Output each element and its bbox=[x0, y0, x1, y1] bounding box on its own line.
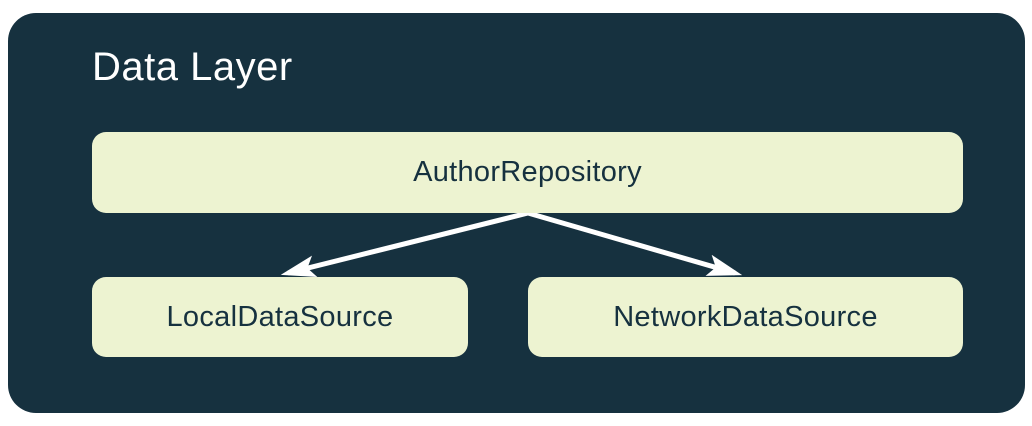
node-author-repository-label: AuthorRepository bbox=[413, 156, 642, 188]
node-author-repository: AuthorRepository bbox=[92, 132, 963, 213]
node-network-data-source: NetworkDataSource bbox=[528, 277, 963, 357]
panel-title: Data Layer bbox=[92, 45, 293, 89]
node-local-data-source: LocalDataSource bbox=[92, 277, 468, 357]
node-network-data-source-label: NetworkDataSource bbox=[613, 300, 878, 333]
node-local-data-source-label: LocalDataSource bbox=[166, 300, 394, 333]
arrow-repository-to-local-icon bbox=[280, 210, 529, 278]
arrow-repository-to-network-icon bbox=[527, 210, 743, 276]
data-layer-panel: Data Layer AuthorRepository LocalDataSou… bbox=[8, 13, 1025, 413]
